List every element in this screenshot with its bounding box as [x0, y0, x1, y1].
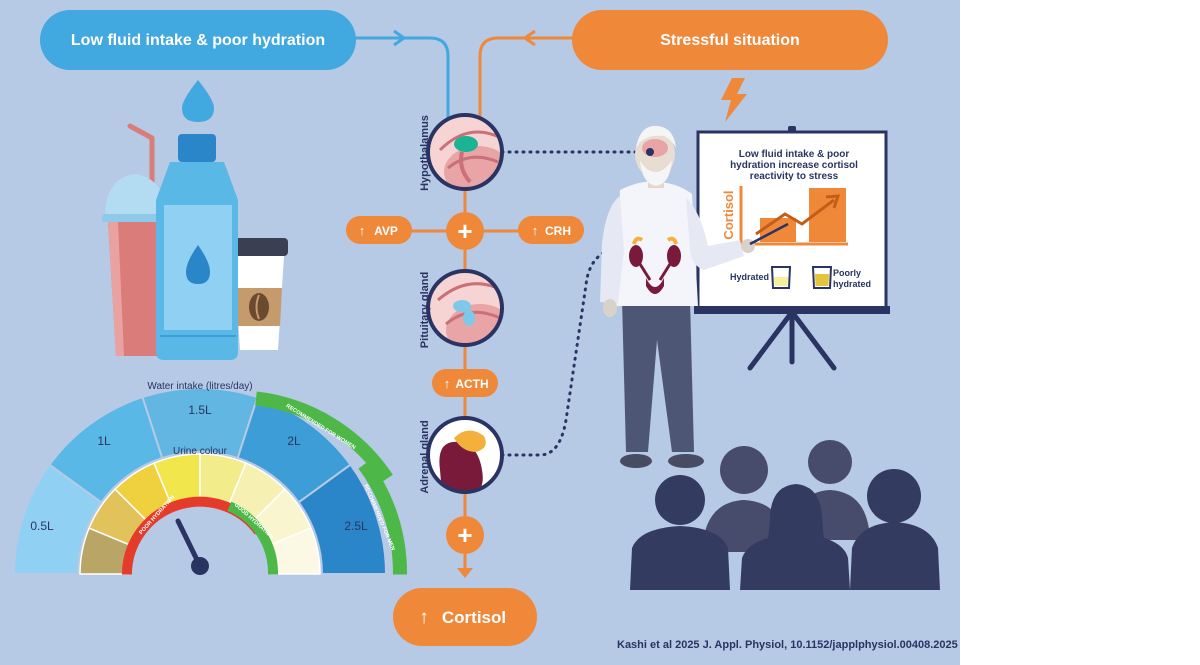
acth-pill: ↑ ACTH: [432, 369, 498, 397]
board-axis-label: Cortisol: [721, 190, 736, 239]
plus-badge-top: +: [446, 212, 484, 250]
hypothalamus-icon: [426, 113, 504, 191]
down-arrowhead-icon: [457, 568, 473, 578]
left-header-pill: Low fluid intake & poor hydration: [40, 10, 356, 70]
presenter-figure: [600, 125, 789, 468]
right-header-pill: Stressful situation: [572, 10, 888, 70]
right-header-text: Stressful situation: [660, 32, 800, 49]
dotted-connector-adrenal: [500, 242, 638, 457]
board-chart: [739, 186, 848, 246]
water-drop-icon: [182, 80, 214, 122]
cortisol-arrow: ↑: [419, 607, 429, 628]
good-hydration-arc: [227, 501, 279, 575]
lightning-icon: [721, 78, 747, 122]
water-intake-gauge: [12, 387, 408, 575]
crh-pill: ↑ CRH: [518, 216, 584, 244]
avp-pill: ↑ AVP: [346, 216, 412, 244]
cortisol-label: Cortisol: [442, 608, 506, 627]
avp-arrow: ↑: [359, 223, 366, 238]
audience-front-row: [630, 469, 940, 590]
gauge-title: Water intake (litres/day): [147, 381, 252, 392]
coffee-cup-icon: [230, 238, 288, 350]
poorly-hydrated-legend-line-2: hydrated: [833, 279, 871, 289]
level-1l: 1L: [97, 434, 111, 448]
adrenal-gland-label: Adrenal gland: [419, 420, 431, 493]
pituitary-gland-icon: [426, 269, 504, 347]
soda-cup-icon: [102, 123, 170, 356]
avp-label: AVP: [374, 224, 398, 238]
board-tray: [694, 306, 890, 314]
hydrated-legend-label: Hydrated: [730, 272, 769, 282]
poorly-hydrated-beaker-icon: [811, 266, 833, 289]
pointer-stick: [749, 222, 789, 246]
gauge-needle: [175, 518, 209, 575]
trend-arrow-icon: [755, 198, 835, 236]
poorly-hydrated-legend-line-1: Poorly: [833, 268, 861, 278]
left-header-text: Low fluid intake & poor hydration: [71, 32, 325, 49]
level-1-5l: 1.5L: [188, 403, 212, 417]
recommended-men-arc: [358, 460, 408, 575]
board-title-line-3: reactivity to stress: [750, 171, 839, 182]
plus-symbol-top: +: [457, 216, 472, 246]
adrenal-gland-icon: [426, 416, 504, 494]
hydrated-beaker-icon: [770, 266, 792, 289]
cortisol-pill: ↑ Cortisol: [393, 588, 537, 646]
pituitary-gland-label: Pituitary gland: [419, 272, 431, 348]
plus-symbol-bottom: +: [457, 520, 472, 550]
orange-arrowhead-icon: [522, 29, 536, 47]
acth-label: ACTH: [455, 377, 488, 391]
level-2l: 2L: [287, 434, 301, 448]
acth-arrow: ↑: [444, 376, 451, 391]
level-2-5l: 2.5L: [344, 519, 368, 533]
hypothalamus-label: Hypothalamus: [419, 115, 431, 191]
easel-icon: [747, 126, 837, 371]
urine-colour-title: Urine colour: [173, 446, 228, 457]
recommended-women-arc: [255, 391, 393, 483]
blue-arrowhead-icon: [393, 29, 407, 47]
level-0-5l: 0.5L: [30, 519, 54, 533]
crh-arrow: ↑: [532, 223, 539, 238]
plus-badge-bottom: +: [446, 516, 484, 554]
board-title-line-2: hydration increase cortisol: [730, 160, 858, 171]
water-intake-segment-5: [297, 463, 388, 575]
citation: Kashi et al 2025 J. Appl. Physiol, 10.11…: [617, 639, 958, 651]
water-bottle-icon: [156, 134, 238, 360]
board-title-line-1: Low fluid intake & poor: [739, 149, 850, 160]
left-shoe: [620, 454, 652, 468]
right-shoe: [668, 454, 704, 468]
crh-label: CRH: [545, 224, 571, 238]
